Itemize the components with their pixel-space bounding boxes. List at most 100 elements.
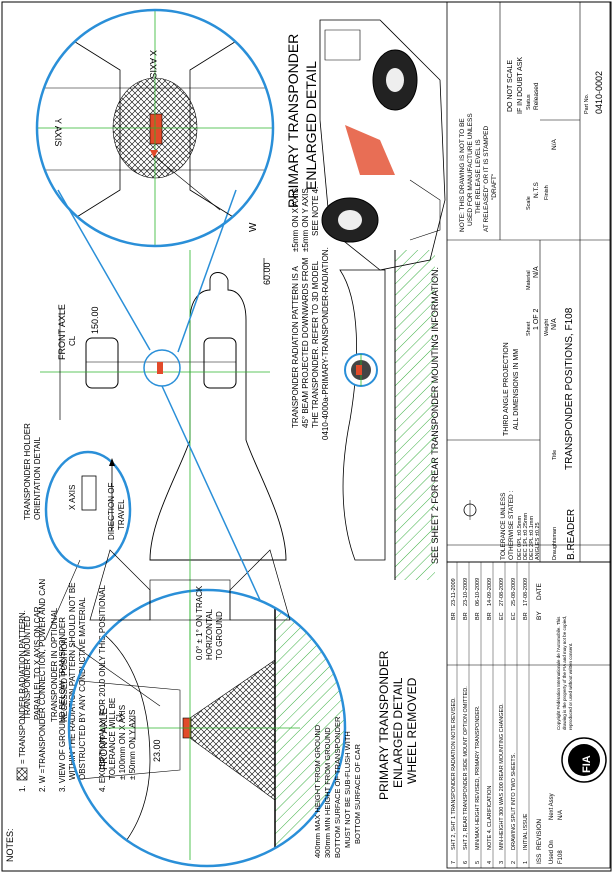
side-ground-hatch — [395, 250, 435, 580]
tolerance-row: DEC 0PL ±0.5mm — [517, 516, 523, 560]
connector-line-top-b — [177, 189, 237, 353]
cl-plan-label: CL — [68, 335, 77, 346]
radiation-pattern-cone — [189, 659, 276, 801]
revision-iss: 2 — [511, 861, 517, 864]
revision-iss: 6 — [463, 861, 469, 864]
next-assy-label: Next Assy — [549, 793, 555, 820]
revision-desc: NOTE 4. CLARIFICATION — [487, 786, 493, 850]
w-label: W — [248, 222, 259, 232]
revision-iss: 5 — [475, 861, 481, 864]
connector-w-marker — [150, 150, 158, 158]
recessed-line-1: TRANSPONDER IN OPTIONAL — [50, 607, 59, 722]
radiation-line-2: 45° BEAM PROJECTED DOWNWARDS FROM — [301, 257, 310, 428]
chassis-left-edge — [39, 19, 121, 241]
front-axle-plan-label: FRONT AXLE — [57, 304, 67, 360]
revision-desc: INITIAL ISSUE — [523, 813, 529, 850]
draughtsman-value: B.READER — [566, 509, 577, 560]
recessed-line-2: RECESSED POSITION — [60, 637, 69, 722]
wheel-title-line-3: WHEEL REMOVED — [405, 677, 419, 784]
fia-logo: FIA — [561, 737, 607, 783]
used-on-value: F108 — [558, 850, 564, 864]
tolerance-row: ANGLES ±0.25 — [535, 522, 541, 560]
car-3d-radiation-cone — [345, 125, 395, 175]
height-line-3: BOTTOM SURFACE OF TRANSPONDER — [333, 716, 342, 858]
revision-by: BR — [487, 612, 493, 620]
car-side-view — [339, 250, 435, 580]
side-transponder-marker — [356, 365, 362, 375]
dim-60-label: 60.00 — [262, 262, 272, 285]
revision-by: BR — [463, 612, 469, 620]
revision-by: BR — [523, 612, 529, 620]
note-4-line-2: TOLERANCE WILL BE — [108, 698, 117, 780]
warning-line-1: NOTE: THIS DRAWING IS NOT TO BE — [459, 118, 466, 232]
suspension-outline — [69, 679, 181, 781]
revision-iss: 3 — [499, 861, 505, 864]
part-no-value: 0410-0002 — [594, 71, 604, 114]
note-4-line-3: ± 100mm ON X AXIS — [118, 705, 127, 780]
car-3d-rear-hub — [386, 68, 404, 92]
y-axis-label: Y AXIS — [53, 118, 63, 146]
title-block: NOTE: THIS DRAWING IS NOT TO BE USED FOR… — [446, 1, 611, 563]
warning-line-3: THE RELEASE LEVEL IS — [475, 139, 482, 214]
finish-value: N/A — [551, 139, 558, 151]
tolerance-row: DEC 2PL ±0.1mm — [529, 516, 535, 560]
note-2-text: 2. W =TRANSPONDER CONNECTION, POWER AND … — [38, 579, 47, 792]
radiation-line-3: THE TRANSPONDER. REFER TO 3D MODEL — [311, 260, 320, 428]
revision-date: 27-08-2009 — [499, 578, 505, 606]
material-value: N/A — [533, 266, 540, 278]
revision-date: 25-08-2009 — [511, 578, 517, 606]
mounted-line-2: PARALLEL TO X AXIS ON CAR — [33, 606, 42, 720]
revision-date: 23-11-2009 — [451, 578, 457, 606]
warning-line-4: AT RELEASED" OR IT IS STAMPED — [483, 125, 490, 232]
revision-desc: MIN-HEIGHT 300 WAS 200 REAR MOUNTING CHA… — [499, 703, 505, 850]
wheel-title-line-2: ENLARGED DETAIL — [391, 677, 405, 788]
revision-by: EC — [499, 612, 505, 620]
tolerance-line-2: ±5mm ON Y AXIS — [301, 188, 310, 252]
height-line-1: 400mm MAX HEIGHT FROM GROUND — [313, 724, 322, 858]
track-line-3: TO GROUND — [215, 611, 224, 660]
mounted-note: TRANSPONDER MOUNTED PARALLEL TO X AXIS O… — [23, 559, 161, 722]
projection-line-2: ALL DIMENSIONS IN MM — [513, 349, 520, 430]
weight-value: N/A — [551, 318, 558, 330]
scale-value: N.T.S — [533, 181, 540, 198]
mounted-line-1: TRANSPONDER MOUNTED — [23, 616, 32, 720]
status-label: Status — [526, 94, 532, 110]
revision-date: 06-10-2009 — [475, 578, 481, 606]
front-wheel-left — [85, 337, 119, 389]
radiation-line-4: 0410-4000a-PRIMARY-TRANSPONDER-RADIATION… — [321, 247, 330, 440]
rev-header-iss: ISS — [536, 853, 543, 864]
track-line-2: HORIZONTAL — [205, 608, 214, 660]
detail-circle-primary — [35, 8, 275, 248]
car-3d-body — [319, 19, 446, 271]
note-3-line-3: OBSTRUCTED BY ANY CONDUCTIVE MATERIAL — [78, 597, 87, 780]
copyright-box: Copyright Fédération Internationale de l… — [556, 616, 573, 730]
finish-label: Finish — [544, 185, 550, 200]
front-wheel-right — [203, 337, 237, 389]
used-on-label: Used On — [549, 840, 555, 864]
orientation-x-axis: X AXIS — [68, 485, 77, 510]
x-axis-label: X AXIS — [148, 50, 158, 79]
transponder-plan-marker — [157, 362, 163, 374]
track-line-1: 0.0° ± 1° ON TRACK — [195, 585, 204, 660]
revision-iss: 7 — [451, 861, 457, 864]
wheel-removed-detail: FRONT AXLE CL 23.00 0.0° ± 1° ON TRACK H… — [67, 585, 347, 868]
rev-header-desc: REVISION — [536, 819, 543, 850]
dim-150-label: 150.00 — [90, 306, 100, 334]
notes-heading: NOTES: — [5, 828, 15, 862]
revision-by: BR — [451, 612, 457, 620]
cockpit-outline — [149, 579, 231, 621]
height-line-2: 300mm MIN HEIGHT FROM GROUND — [323, 727, 332, 858]
tolerance-line-3: SEE NOTE 4. — [311, 187, 320, 236]
revision-date: 23-10-2009 — [463, 578, 469, 606]
title-label: Title — [552, 450, 558, 460]
status-value: Released — [533, 82, 540, 110]
do-not-scale-2: IF IN DOUBT ASK — [517, 57, 524, 114]
note-1-number: 1. — [18, 785, 27, 792]
revision-desc: DRAWING SPLIT INTO TWO SHEETS. — [511, 753, 517, 850]
height-note: 400mm MAX HEIGHT FROM GROUND 300mm MIN H… — [313, 716, 362, 858]
car-body-outline-plan — [149, 272, 287, 561]
sheet-label: Sheet — [526, 321, 532, 336]
warning-line-2: USED FOR MANUFACTURE UNLESS — [467, 113, 474, 226]
revision-desc: SHT 2, SHT 1 TRANSPONDER RADIATION NOTE … — [451, 697, 457, 850]
radiation-hatch-legend-icon — [16, 767, 28, 781]
